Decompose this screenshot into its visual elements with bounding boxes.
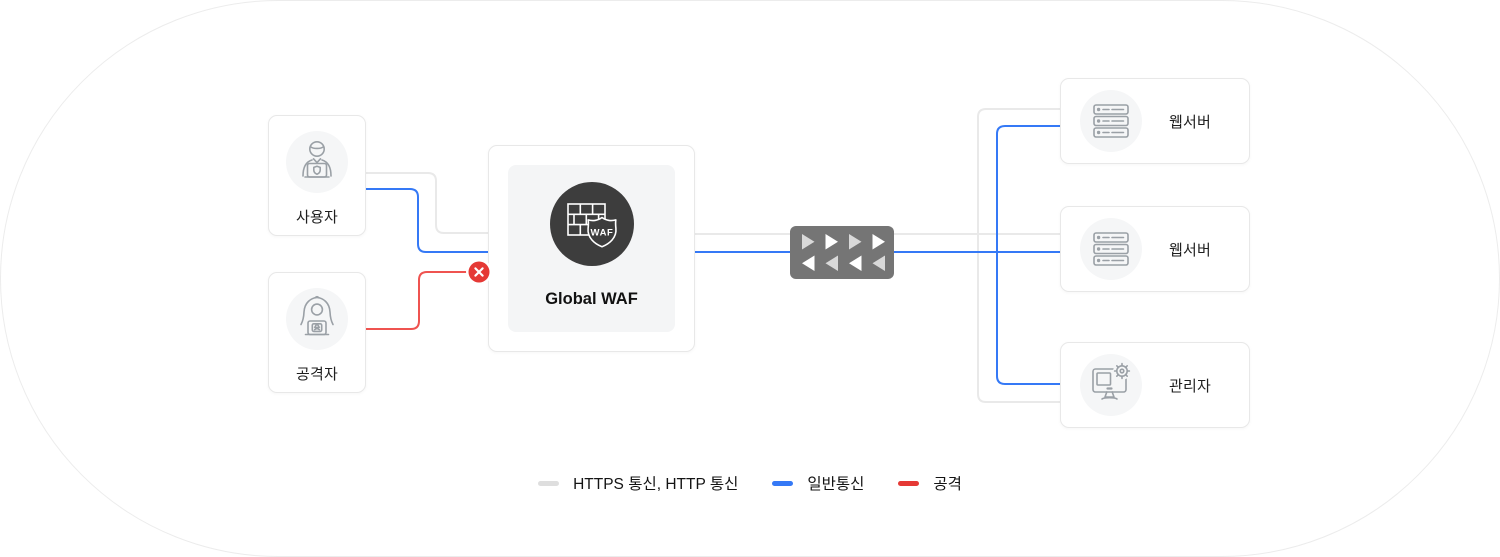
admin-label: 관리자 — [1169, 377, 1212, 395]
webserver-card-2: 웹서버 — [1060, 206, 1250, 292]
server-rack-icon — [1080, 218, 1142, 280]
attacker-card: 공격자 — [268, 272, 366, 393]
block-x-icon — [466, 259, 492, 285]
admin-monitor-gear-icon — [1080, 354, 1142, 416]
https-line-user-to-waf — [365, 172, 489, 234]
user-label: 사용자 — [295, 209, 338, 226]
user-icon — [286, 131, 348, 193]
webserver-label: 웹서버 — [1169, 113, 1212, 131]
legend-label-https: HTTPS 통신, HTTP 통신 — [573, 476, 739, 493]
legend-item-https: HTTPS 통신, HTTP 통신 — [538, 472, 738, 494]
waf-panel: WAF Global WAF — [508, 165, 675, 332]
legend-label-normal: 일반통신 — [807, 476, 865, 493]
legend-swatch-attack — [898, 480, 920, 486]
legend-swatch-normal — [772, 480, 794, 486]
attack-blocked-badge — [466, 259, 492, 285]
webserver-card-1: 웹서버 — [1060, 78, 1250, 164]
legend-label-attack: 공격 — [933, 476, 962, 493]
server-rack-icon — [1080, 90, 1142, 152]
attacker-label: 공격자 — [295, 366, 338, 383]
legend: HTTPS 통신, HTTP 통신 일반통신 공격 — [1, 472, 1499, 494]
admin-card: 관리자 — [1060, 342, 1250, 428]
waf-card: WAF Global WAF — [488, 145, 695, 352]
network-switch-icon — [790, 226, 894, 279]
user-card: 사용자 — [268, 115, 366, 236]
normal-line-user-to-waf — [365, 188, 489, 253]
waf-label: Global WAF — [545, 290, 638, 308]
legend-item-normal: 일반통신 — [772, 472, 864, 494]
webserver-label: 웹서버 — [1169, 241, 1212, 259]
normal-branch-line — [996, 125, 1061, 385]
attack-line-attacker-to-waf — [365, 271, 468, 330]
https-branch-line — [977, 108, 1061, 403]
waf-firewall-shield-icon: WAF — [549, 182, 634, 266]
legend-item-attack: 공격 — [898, 472, 962, 494]
attacker-icon — [286, 288, 348, 350]
waf-shield-text: WAF — [590, 228, 613, 239]
legend-swatch-https — [538, 480, 560, 486]
